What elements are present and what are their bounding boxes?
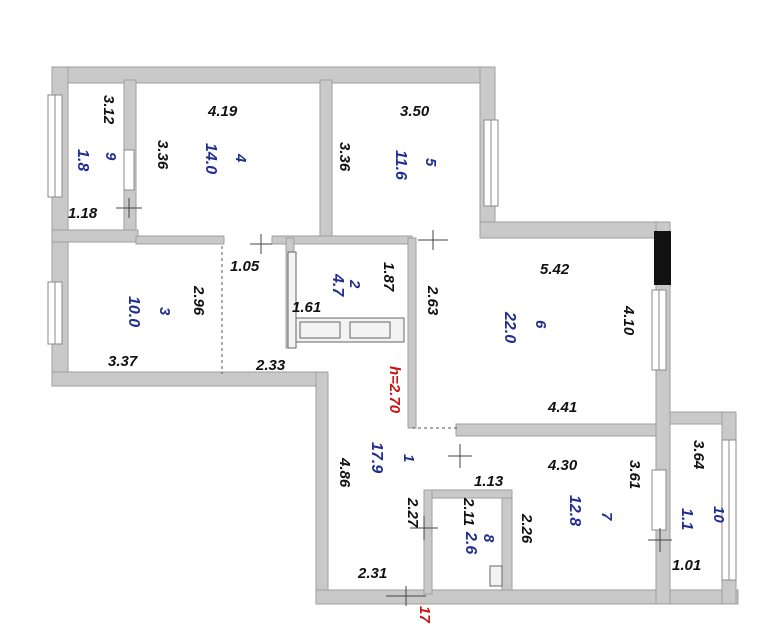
dim-1-05: 1.05 <box>230 258 260 275</box>
dim-1-61: 1.61 <box>292 299 321 316</box>
dim-4-41: 4.41 <box>547 399 577 416</box>
dim-4-10: 4.10 <box>620 305 637 336</box>
dim-1-87: 1.87 <box>380 262 397 292</box>
room-3-number: 3 <box>156 307 173 316</box>
entrance-marker: 17 <box>416 606 433 623</box>
room-7-area: 12.8 <box>566 495 583 526</box>
room-5-area: 11.6 <box>392 150 409 180</box>
door-markers <box>116 198 672 606</box>
room-1-area: 17.9 <box>368 442 385 473</box>
room-2-area: 4.7 <box>329 273 346 297</box>
dim-1-01: 1.01 <box>672 557 701 574</box>
room-9-area: 1.8 <box>74 149 91 171</box>
dim-2-33: 2.33 <box>255 357 286 374</box>
room-7-number: 7 <box>598 512 615 521</box>
dim-3-50: 3.50 <box>400 103 430 120</box>
room-10-number: 10 <box>710 506 727 523</box>
room-10-area: 1.1 <box>678 508 695 530</box>
room-6-area: 22.0 <box>501 311 518 343</box>
room-9-number: 9 <box>102 152 119 161</box>
room-8-number: 8 <box>480 534 497 543</box>
room-8-area: 2.6 <box>462 531 479 554</box>
dim-2-96: 2.96 <box>190 285 207 316</box>
room-4-number: 4 <box>232 153 249 163</box>
room-4-area: 14.0 <box>202 143 219 174</box>
dimension-labels: 3.12 1.18 4.19 3.36 3.50 3.36 1.05 2.96 … <box>68 95 707 582</box>
zone-lines <box>221 246 458 429</box>
windows <box>47 94 737 581</box>
dim-4-19: 4.19 <box>207 103 238 120</box>
dim-2-31: 2.31 <box>357 565 387 582</box>
dim-3-12: 3.12 <box>100 95 117 125</box>
room-3-area: 10.0 <box>125 296 142 327</box>
dim-2-26: 2.26 <box>518 513 535 544</box>
dim-1-13: 1.13 <box>474 473 504 490</box>
ceiling-height-label: h=2.70 <box>386 366 403 414</box>
dim-2-63: 2.63 <box>424 285 441 316</box>
red-annotations: h=2.70 17 <box>386 366 433 623</box>
dim-4-86: 4.86 <box>336 457 353 488</box>
dim-5-42: 5.42 <box>540 261 570 278</box>
dim-1-18: 1.18 <box>68 205 98 222</box>
room-2-number: 2 <box>346 279 363 289</box>
dim-3-64: 3.64 <box>690 440 707 470</box>
bathroom-fixtures <box>287 251 503 587</box>
dim-3-36-a: 3.36 <box>154 140 171 170</box>
room-6-number: 6 <box>532 320 549 329</box>
dim-2-11: 2.11 <box>460 497 477 526</box>
dim-3-36-b: 3.36 <box>336 142 353 172</box>
dim-3-37: 3.37 <box>108 353 138 370</box>
dim-3-61: 3.61 <box>626 460 643 489</box>
dim-2-27: 2.27 <box>404 497 421 528</box>
room-labels: 9 1.8 4 14.0 5 11.6 3 10.0 2 4.7 6 22.0 … <box>74 143 727 554</box>
room-5-number: 5 <box>422 158 439 167</box>
dim-4-30: 4.30 <box>547 457 578 474</box>
room-1-number: 1 <box>400 454 417 462</box>
